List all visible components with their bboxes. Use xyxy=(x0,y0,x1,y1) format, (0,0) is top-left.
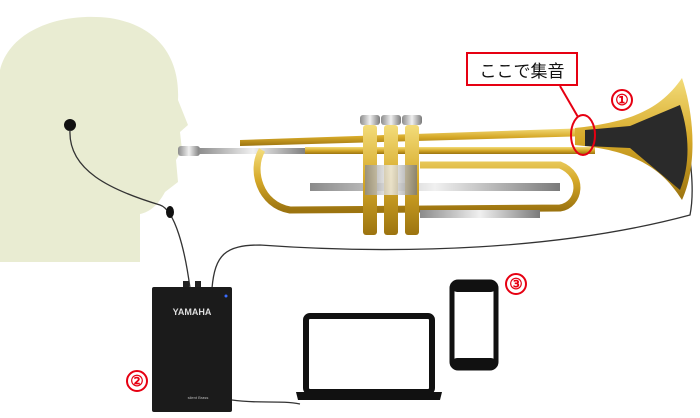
marker-1: ① xyxy=(611,89,633,111)
laptop-icon xyxy=(296,313,442,400)
mute xyxy=(585,105,688,190)
earpiece-icon xyxy=(64,119,76,131)
device-brand: YAMAHA xyxy=(173,307,212,317)
laptop-cable xyxy=(231,399,301,405)
smartphone-icon xyxy=(449,279,499,371)
pickup-cable xyxy=(211,139,693,289)
device-product: silent Brass xyxy=(188,395,209,400)
pickup-point-highlight xyxy=(570,114,596,156)
silent-brass-device: YAMAHA silent Brass xyxy=(152,281,232,412)
head-silhouette xyxy=(0,16,188,262)
marker-3: ③ xyxy=(505,273,527,295)
pickup-callout: ここで集音 xyxy=(466,52,578,86)
trumpet xyxy=(178,78,693,235)
earphone-cable xyxy=(69,129,191,289)
callout-pointer xyxy=(559,85,579,118)
marker-2: ② xyxy=(126,370,148,392)
microphone-icon xyxy=(166,206,174,218)
